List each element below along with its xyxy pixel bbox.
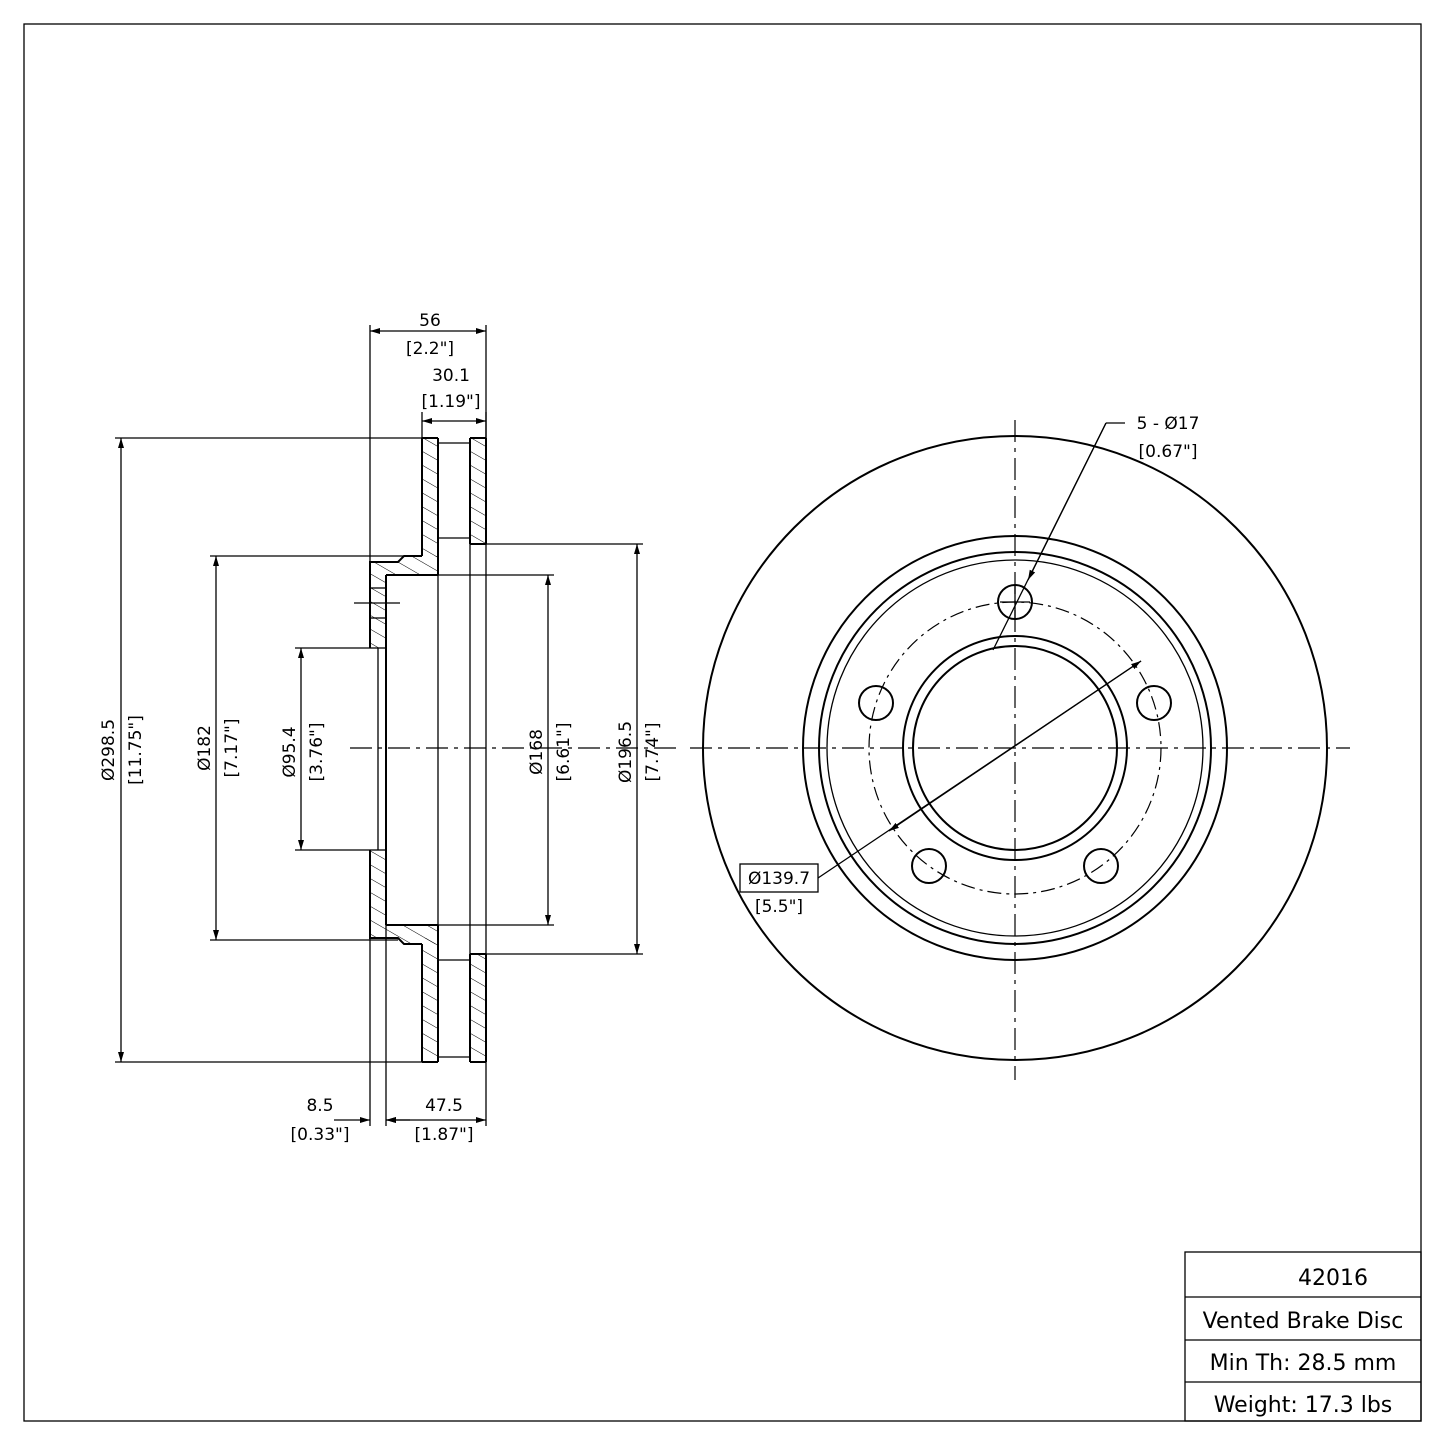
dim-total-width-mm: 56 [419, 311, 441, 331]
dim-rotor-thickness-mm: 30.1 [432, 366, 470, 386]
dim-outer-diameter: Ø298.5 [11.75"] [99, 437, 422, 1063]
dim-vent-diameter-in: [7.74"] [643, 723, 663, 782]
dim-bolt-circle-in: [5.5"] [755, 897, 803, 917]
weight: Weight: 17.3 lbs [1214, 1393, 1393, 1418]
bolt-hole [858, 685, 894, 721]
center-bore-inner [912, 645, 1118, 851]
dim-offset-in: [1.87"] [415, 1125, 474, 1145]
dim-vent-diameter: Ø196.5 [7.74"] [486, 543, 663, 955]
dim-bore-diameter: Ø95.4 [3.76"] [280, 647, 370, 851]
section-hatching [370, 438, 486, 1062]
dim-hub-thickness-in: [0.33"] [291, 1125, 350, 1145]
part-description: Vented Brake Disc [1203, 1309, 1404, 1334]
dim-bore-diameter-mm: Ø95.4 [280, 726, 300, 777]
bolt-hole [911, 848, 947, 884]
dim-inner-friction-diameter-in: [6.61"] [554, 723, 574, 782]
dim-rotor-thickness-in: [1.19"] [422, 392, 481, 412]
dim-hat-diameter-mm: Ø182 [195, 725, 215, 771]
dim-hat-diameter-in: [7.17"] [222, 719, 242, 778]
center-bore-outer [902, 635, 1128, 861]
front-view: 5 - Ø17 [0.67"] Ø139.7 [5.5"] [690, 414, 1350, 1080]
dim-offset-mm: 47.5 [425, 1096, 463, 1116]
min-thickness: Min Th: 28.5 mm [1210, 1351, 1397, 1376]
dim-rotor-thickness: 30.1 [1.19"] [421, 366, 487, 438]
hat-face-edge [826, 559, 1204, 937]
title-block: 42016 Vented Brake Disc Min Th: 28.5 mm … [1184, 1251, 1422, 1422]
dim-bolt-circle: Ø139.7 [5.5"] [739, 660, 1142, 917]
dim-vent-diameter-mm: Ø196.5 [616, 721, 636, 783]
dim-inner-friction-diameter-mm: Ø168 [527, 729, 547, 775]
dim-hub-thickness-mm: 8.5 [306, 1096, 333, 1116]
outer-rotor-edge [702, 435, 1328, 1061]
bolt-hole [1136, 685, 1172, 721]
dim-total-width-in: [2.2"] [406, 339, 454, 359]
dim-outer-diameter-in: [11.75"] [126, 715, 146, 785]
dim-hub-thickness: 8.5 [0.33"] [291, 925, 410, 1145]
friction-inner-edge [802, 535, 1228, 961]
bolt-hole [1083, 848, 1119, 884]
dim-bore-diameter-in: [3.76"] [307, 723, 327, 782]
drawing-border [23, 23, 1422, 1422]
dim-hat-diameter: Ø182 [7.17"] [195, 555, 404, 941]
bolt-holes [858, 584, 1172, 884]
dim-inner-friction-diameter: Ø168 [6.61"] [438, 574, 574, 926]
section-outline [354, 437, 487, 1063]
dim-bolt-holes: 5 - Ø17 [0.67"] [992, 414, 1200, 651]
dim-bolt-holes-in: [0.67"] [1139, 442, 1198, 462]
dim-outer-diameter-mm: Ø298.5 [99, 719, 119, 781]
part-number: 42016 [1298, 1266, 1368, 1291]
dim-bolt-circle-mm: Ø139.7 [748, 869, 810, 889]
side-section-view: 56 [2.2"] 30.1 [1.19"] Ø298.5 [11.75"] Ø… [99, 311, 680, 1145]
dim-offset: 47.5 [1.87"] [386, 1062, 487, 1145]
hat-outer-edge [818, 551, 1212, 945]
dim-bolt-holes-mm: 5 - Ø17 [1137, 414, 1200, 434]
dim-bolt-circle-box [739, 863, 819, 893]
